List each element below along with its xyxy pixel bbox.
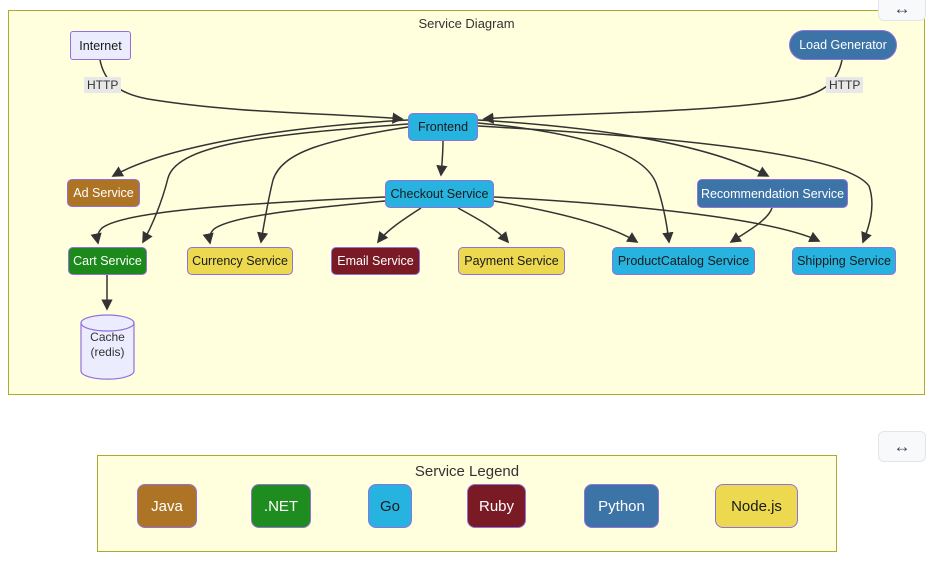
node-internet: Internet bbox=[70, 31, 131, 60]
expand-legend-button[interactable]: ↔ bbox=[878, 431, 926, 462]
cache-label-line1: Cache bbox=[90, 330, 125, 344]
cache-label: Cache (redis) bbox=[80, 330, 135, 360]
node-cache-redis: Cache (redis) bbox=[80, 314, 135, 380]
node-recommendation-service: Recommendation Service bbox=[697, 179, 848, 208]
legend-item-dotnet: .NET bbox=[251, 484, 311, 528]
node-email-service: Email Service bbox=[331, 247, 420, 275]
cache-label-line2: (redis) bbox=[90, 345, 125, 359]
legend-title: Service Legend bbox=[414, 463, 520, 480]
expand-diagram-button[interactable]: ↔ bbox=[878, 0, 926, 21]
http-edge-label: HTTP bbox=[84, 77, 122, 93]
node-product-catalog-service: ProductCatalog Service bbox=[612, 247, 755, 275]
resize-horizontal-icon: ↔ bbox=[893, 0, 911, 18]
node-shipping-service: Shipping Service bbox=[792, 247, 896, 275]
service-legend-panel: Service Legend Java .NET Go Ruby Python … bbox=[97, 455, 837, 552]
diagram-title: Service Diagram bbox=[418, 16, 515, 31]
legend-item-go: Go bbox=[368, 484, 412, 528]
node-currency-service: Currency Service bbox=[187, 247, 293, 275]
node-cart-service: Cart Service bbox=[68, 247, 147, 275]
node-payment-service: Payment Service bbox=[458, 247, 565, 275]
node-load-generator: Load Generator bbox=[789, 30, 897, 60]
node-checkout-service: Checkout Service bbox=[385, 180, 494, 208]
node-ad-service: Ad Service bbox=[67, 179, 140, 207]
legend-item-ruby: Ruby bbox=[467, 484, 526, 528]
http-edge-label: HTTP bbox=[826, 77, 864, 93]
legend-item-java: Java bbox=[137, 484, 197, 528]
legend-item-python: Python bbox=[584, 484, 659, 528]
database-cylinder-icon bbox=[80, 314, 135, 380]
resize-horizontal-icon: ↔ bbox=[893, 436, 911, 456]
legend-item-nodejs: Node.js bbox=[715, 484, 798, 528]
node-frontend: Frontend bbox=[408, 113, 478, 141]
